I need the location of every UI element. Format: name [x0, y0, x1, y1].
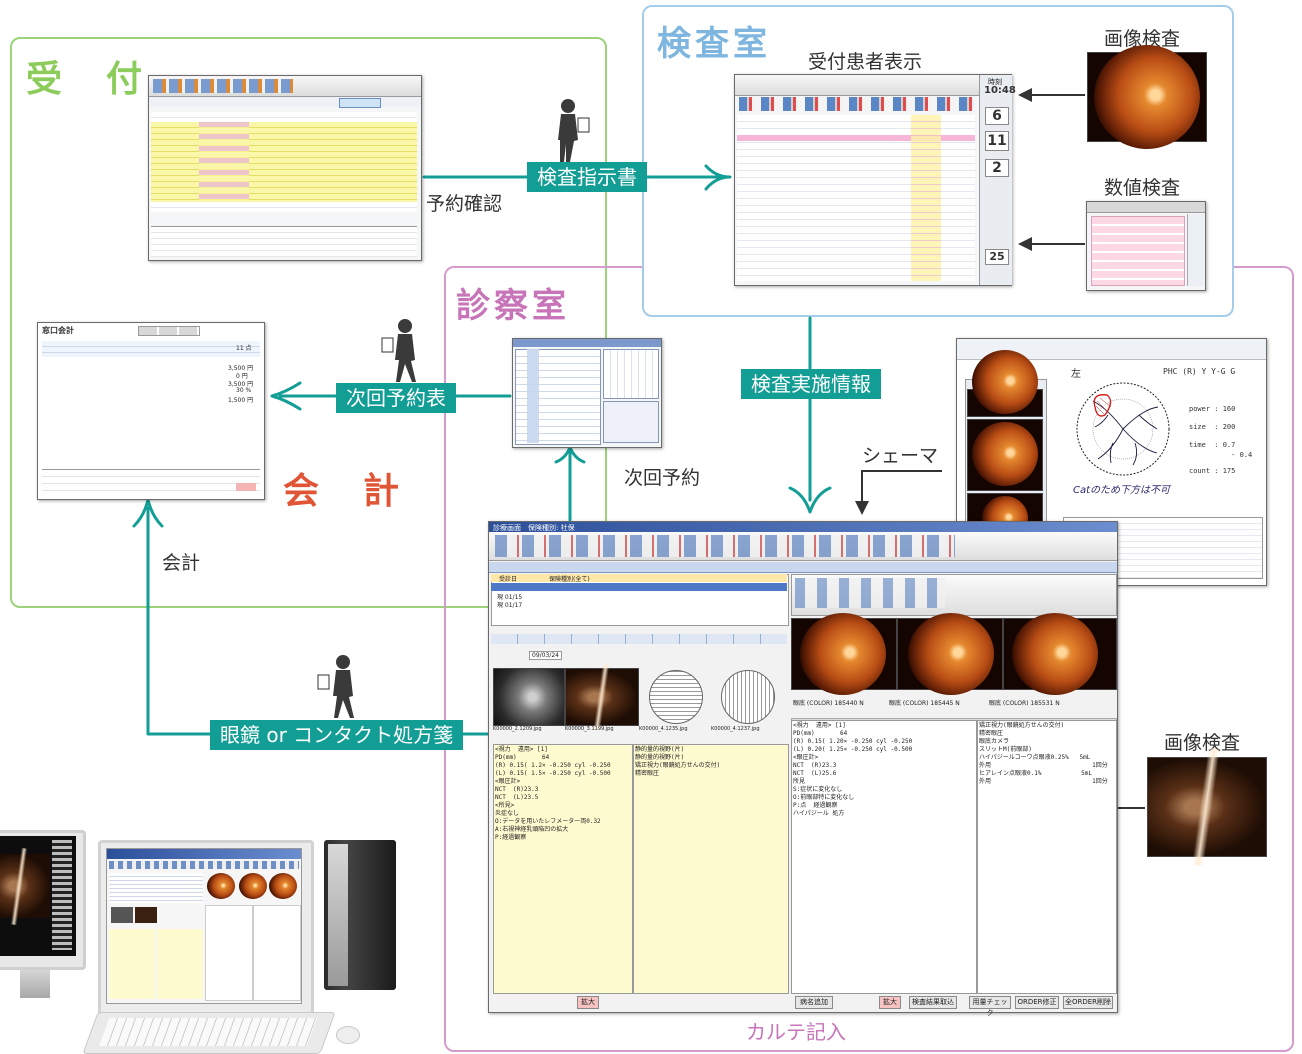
image-exam-bottom-caption: 画像検査 [1164, 732, 1241, 754]
reception-display-caption: 受付患者表示 [808, 51, 923, 73]
accounting-screen: 窓口会計 11 点 3,500 円 0 円 3,500 円 30 % 1,500… [37, 322, 265, 500]
prescription-tag: 眼鏡 or コンタクト処方箋 [210, 720, 464, 750]
exam-room-title: 検査室 [657, 24, 771, 64]
exam-info-tag: 検査実施情報 [741, 369, 881, 399]
acc-amount-5: 30 % [236, 387, 252, 394]
chart-entry-caption: カルテ記入 [746, 1020, 846, 1044]
thumb-caption-4: K00000_4.1237.jpg [711, 726, 760, 732]
notes-right[interactable]: <視力 遠用> [1] PD(mm) 64 (R) 0.15( 1.20× -0… [793, 722, 913, 817]
footer-enlarge-right[interactable]: 拡大 [879, 996, 901, 1009]
accounting-title: 会 計 [283, 471, 404, 512]
fundus-caption-1: 眼底 (COLOR) 185440 N [793, 700, 864, 707]
schema-param-1: power : 160 [1189, 405, 1236, 413]
numeric-exam-screen [1086, 201, 1206, 291]
arrow-prescription [146, 506, 490, 736]
accounting-screen-title: 窓口会計 [42, 326, 74, 335]
exam-patient-screen: 時刻 10:48 6 11 2 25 [734, 74, 1016, 286]
person-prescription [317, 655, 354, 718]
thumb-caption-1: K00000_2.1209.jpg [493, 726, 542, 732]
computer-illustration [0, 830, 410, 1054]
visit-row-1: 現 01/15 [497, 594, 523, 601]
karte-fundus-3 [1003, 613, 1117, 695]
notes-left[interactable]: <視力 遠用> [1] PD(mm) 64 (R) 0.15( 1.2× -0.… [495, 746, 611, 841]
footer-order-edit[interactable]: ORDER修正 [1015, 996, 1059, 1009]
exam-time-label: 時刻 [988, 78, 1002, 86]
exam-order-tag: 検査指示書 [527, 162, 647, 192]
rx-right[interactable]: 矯正視力(眼鏡処方せんの交付) 精密眼圧 眼底カメラ スリットM(前眼部) ハイ… [979, 722, 1108, 785]
next-appointment-screen [512, 338, 662, 448]
exam-time: 10:48 [984, 85, 1016, 96]
karte-screen: 診療画面 保険種別: 社保 受診日 保険種別(全て) 現 01/15 現 01/… [488, 521, 1118, 1017]
thumb-caption-2: K00000_3.1199.jpg [565, 726, 614, 732]
exam-count-2: 11 [985, 131, 1009, 151]
acc-amount-3: 0 円 [236, 373, 248, 380]
schema-param-2: size : 200 [1189, 423, 1236, 431]
footer-add-diagnosis[interactable]: 病名追加 [795, 996, 833, 1009]
slit-lamp-photo [1147, 757, 1267, 857]
schema-eye-label: 左 [1071, 369, 1081, 380]
next-sheet-tag: 次回予約表 [336, 383, 456, 413]
person-next-sheet [381, 319, 416, 382]
acc-amount-2: 3,500 円 [228, 365, 254, 372]
schema-param-4: - 0.4 [1189, 451, 1253, 459]
schema-caption: シェーマ [862, 445, 939, 467]
schema-param-5: count : 175 [1189, 467, 1236, 475]
footer-import-results[interactable]: 検査結果取込 [909, 996, 957, 1009]
schema-drawing [1076, 382, 1170, 476]
exam-count-1: 6 [985, 107, 1009, 125]
accounting-caption: 会計 [162, 552, 201, 574]
reception-screen [148, 75, 422, 261]
acc-amount-6: 1,500 円 [228, 397, 254, 404]
exam-count-3: 2 [985, 159, 1009, 177]
image-exam-top-caption: 画像検査 [1104, 28, 1181, 50]
footer-enlarge-left[interactable]: 拡大 [577, 996, 599, 1009]
next-reservation-caption: 次回予約 [624, 467, 701, 489]
next-date: 09/03/24 [529, 651, 562, 660]
notes-mid[interactable]: 静的量的視野(片) 静的量的視野(片) 矯正視力(眼鏡処方せんの交付) 精密眼圧 [635, 746, 721, 777]
schema-param-3: time : 0.7 [1189, 441, 1236, 449]
fundus-caption-3: 眼底 (COLOR) 185531 N [989, 700, 1060, 707]
thumb-field-2 [721, 670, 775, 724]
footer-dose-check[interactable]: 用量チェック [969, 996, 1011, 1017]
thumb-field-1 [649, 670, 703, 724]
thumb-slit [565, 668, 639, 726]
acc-amount-4: 3,500 円 [228, 381, 254, 388]
footer-delete-all[interactable]: 全ORDER削除 [1063, 996, 1113, 1009]
thumb-fluorescein [493, 668, 565, 726]
visit-header-date: 受診日 [499, 576, 518, 583]
visit-header-insurance: 保険種別(全て) [549, 576, 590, 583]
visit-row-2: 現 01/17 [497, 602, 523, 609]
karte-fundus-2 [897, 613, 1003, 695]
fundus-caption-2: 眼底 (COLOR) 185445 N [889, 700, 960, 707]
consult-room-title: 診察室 [456, 286, 570, 326]
reception-title: 受 付 [26, 59, 147, 100]
reservation-check-caption: 予約確認 [426, 193, 503, 215]
acc-amount-1: 11 点 [236, 345, 252, 352]
exam-count-4: 25 [985, 249, 1009, 265]
schema-note: Catのため下方は不可 [1073, 485, 1171, 496]
person-reception [558, 99, 590, 162]
karte-title: 診療画面 保険種別: 社保 [493, 524, 575, 532]
thumb-caption-3: K00000_4.1235.jpg [639, 726, 688, 732]
numeric-exam-caption: 数値検査 [1104, 177, 1181, 199]
karte-fundus-1 [791, 613, 897, 695]
reception-zone [10, 37, 607, 608]
fundus-photo-top [1087, 45, 1207, 149]
schema-header: PHC (R) Y Y-G G [1163, 367, 1236, 376]
